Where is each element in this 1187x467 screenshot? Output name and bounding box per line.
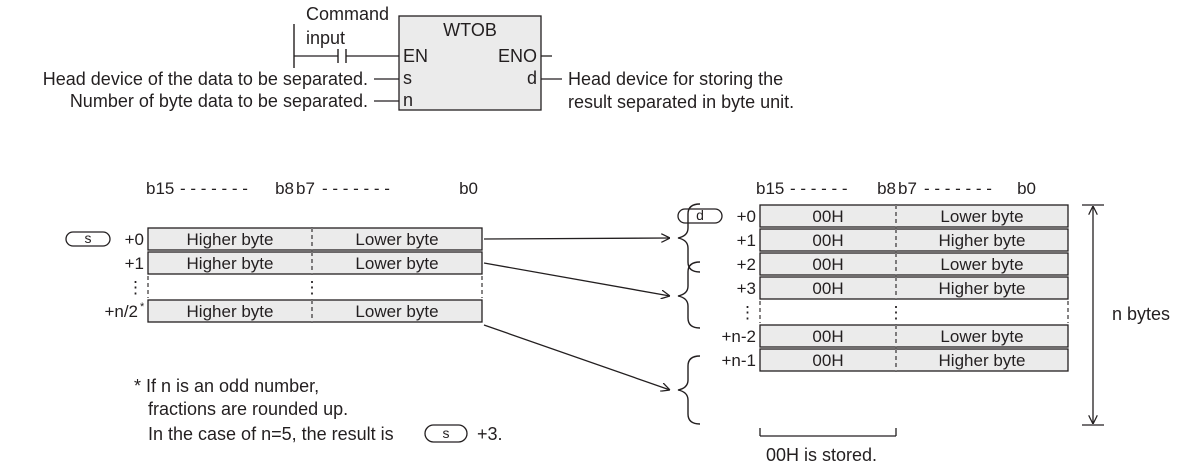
dest-row-6-low-text: Higher byte <box>939 351 1026 370</box>
s-description: Head device of the data to be separated. <box>43 69 368 89</box>
dest-row-5-offset: +n-2 <box>722 327 757 346</box>
source-row-1-high-text: Higher byte <box>187 254 274 273</box>
footnote: * If n is an odd number, fractions are r… <box>134 376 503 444</box>
source-row-2-offset: ⋮ <box>127 278 144 297</box>
en-pin-label: EN <box>403 46 428 66</box>
d-pin-label: d <box>527 68 537 88</box>
arrow-last-row <box>483 324 670 390</box>
brace-rows-2-3 <box>677 261 701 329</box>
arrow-row0 <box>483 238 670 239</box>
d-description-line1: Head device for storing the <box>568 69 783 89</box>
dest-b15: b15 <box>756 179 784 198</box>
dest-row-1-low-text: Higher byte <box>939 231 1026 250</box>
dest-table: 00H Lower byte d +0 00H Higher byte +1 00H Lower… <box>677 204 1069 372</box>
dest-row: ⋮⋮ <box>739 301 1069 323</box>
dest-row: 00H Lower byte d +0 <box>677 204 1069 228</box>
footnote-device-badge <box>424 424 468 443</box>
function-block-body <box>398 15 542 111</box>
dest-row-1-high-text: 00H <box>812 231 843 250</box>
command-input-label-line1: Command <box>306 4 389 24</box>
source-row-3-low-text: Lower byte <box>355 302 438 321</box>
dest-row-1-offset: +1 <box>737 231 756 250</box>
source-b15: b15 <box>146 179 174 198</box>
function-block-name: WTOB <box>443 20 497 40</box>
d-description-line2: result separated in byte unit. <box>568 92 794 112</box>
dest-row: 00H Higher byte +n-1 <box>722 348 1069 372</box>
dest-row-4-mid-ellipsis: ⋮ <box>888 303 905 322</box>
dest-row-2-low-text: Lower byte <box>940 255 1023 274</box>
dest-row: 00H Lower byte +n-2 <box>722 324 1069 348</box>
source-device-badge <box>65 231 111 247</box>
footnote-device-label: s <box>443 425 450 441</box>
command-input-contact: Command input <box>293 4 399 68</box>
source-row: Higher byte Lower byte s +0 <box>65 227 483 251</box>
source-row-0-high-text: Higher byte <box>187 230 274 249</box>
source-b15-dashes: - - - - - - - <box>180 179 248 198</box>
source-b7-dashes: - - - - - - - <box>322 179 390 198</box>
footnote-line2: fractions are rounded up. <box>148 399 348 419</box>
dest-row-3-offset: +3 <box>737 279 756 298</box>
source-b8: b8 <box>275 179 294 198</box>
dest-braces <box>677 203 701 425</box>
n-bytes-dimension: n bytes <box>1082 204 1170 426</box>
dest-row-0-high-text: 00H <box>812 207 843 226</box>
stored-note-text: 00H is stored. <box>766 445 877 465</box>
dest-row-6-offset: +n-1 <box>722 351 757 370</box>
arrow-row1 <box>483 262 670 296</box>
dest-row-3-high-text: 00H <box>812 279 843 298</box>
dest-device-badge <box>677 208 723 224</box>
command-input-label-line2: input <box>306 28 345 48</box>
dest-b15-dashes: - - - - - - <box>790 179 848 198</box>
footnote-line3-post: +3. <box>477 424 503 444</box>
source-row: ⋮⋮ <box>127 276 483 298</box>
dest-row-6-high-text: 00H <box>812 351 843 370</box>
argument-descriptions: Head device of the data to be separated.… <box>43 69 794 112</box>
dest-row: 00H Higher byte +3 <box>737 276 1069 300</box>
dest-b7: b7 <box>898 179 917 198</box>
source-row-0-low-text: Lower byte <box>355 230 438 249</box>
source-b7: b7 <box>296 179 315 198</box>
source-row: Higher byte Lower byte +1 <box>125 251 483 275</box>
mapping-arrows <box>483 238 670 390</box>
s-pin-label: s <box>403 68 412 88</box>
function-block: WTOB EN ENO s d n <box>398 15 552 111</box>
source-row-2-mid-ellipsis: ⋮ <box>304 278 321 297</box>
source-row-3-high-text: Higher byte <box>187 302 274 321</box>
brace-rows-last <box>677 355 701 425</box>
source-row-3-offset: +n/2 <box>104 302 138 321</box>
dest-row: 00H Higher byte +1 <box>737 228 1069 252</box>
dest-b7-dashes: - - - - - - - <box>924 179 992 198</box>
dest-row-5-low-text: Lower byte <box>940 327 1023 346</box>
dest-row-4-offset: ⋮ <box>739 303 756 322</box>
source-row-0-offset: +0 <box>125 230 144 249</box>
source-device-label: s <box>85 230 92 246</box>
dest-device-label: d <box>696 207 704 223</box>
dest-row-0-offset: +0 <box>737 207 756 226</box>
footnote-line3-pre: In the case of n=5, the result is <box>148 424 394 444</box>
dest-bit-header: b15 - - - - - - b8 b7 - - - - - - - b0 <box>756 179 1036 198</box>
source-row-1-low-text: Lower byte <box>355 254 438 273</box>
dest-row-2-offset: +2 <box>737 255 756 274</box>
footnote-line1: * If n is an odd number, <box>134 376 319 396</box>
dest-row: 00H Lower byte +2 <box>737 252 1069 276</box>
dest-row-2-high-text: 00H <box>812 255 843 274</box>
dest-row-3-low-text: Higher byte <box>939 279 1026 298</box>
n-pin-label: n <box>403 90 413 110</box>
dest-row-0-low-text: Lower byte <box>940 207 1023 226</box>
source-b0: b0 <box>459 179 478 198</box>
n-description: Number of byte data to be separated. <box>70 91 368 111</box>
source-row-1-offset: +1 <box>125 254 144 273</box>
source-bit-header: b15 - - - - - - - b8 b7 - - - - - - - b0 <box>146 179 478 198</box>
dest-b0: b0 <box>1017 179 1036 198</box>
dest-b8: b8 <box>877 179 896 198</box>
source-row-3-offset-mark: * <box>140 301 145 313</box>
dest-row-5-high-text: 00H <box>812 327 843 346</box>
stored-note-bracket: 00H is stored. <box>759 428 897 465</box>
source-row: Higher byte Lower byte +n/2* <box>104 299 483 323</box>
n-bytes-label: n bytes <box>1112 304 1170 324</box>
eno-pin-label: ENO <box>498 46 537 66</box>
